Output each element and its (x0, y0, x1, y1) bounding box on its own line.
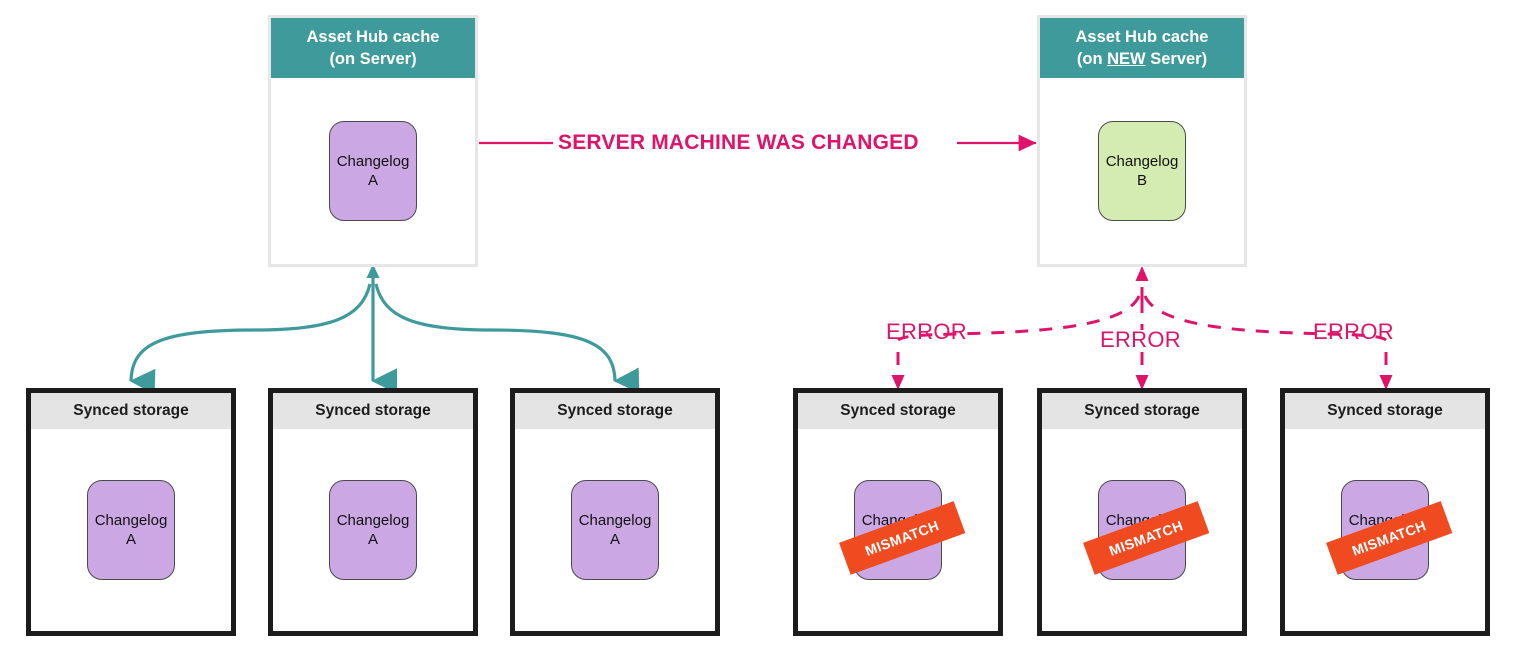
changelog-label: Changelog (1105, 152, 1179, 170)
changelog-box[interactable]: Changelog A (87, 480, 175, 580)
synced-storage-header: Synced storage (515, 393, 715, 429)
asset-hub-right-title: Asset Hub cache (1075, 27, 1209, 46)
changelog-label: Changelog (578, 511, 652, 529)
synced-storage-body: Changelog A MISMATCH (1042, 429, 1242, 631)
synced-storage-body: Changelog A (515, 429, 715, 631)
changelog-box-hub-right[interactable]: Changelog B (1098, 121, 1186, 221)
changelog-box-hub-left[interactable]: Changelog A (329, 121, 417, 221)
synced-storage-right-1[interactable]: Synced storage Changelog A MISMATCH (793, 388, 1003, 636)
server-changed-caption: SERVER MACHINE WAS CHANGED (558, 131, 919, 154)
synced-storage-body: Changelog A MISMATCH (1285, 429, 1485, 631)
error-label-1: ERROR (886, 319, 967, 344)
asset-hub-left-header: Asset Hub cache (on Server) (271, 18, 475, 78)
synced-storage-header: Synced storage (1042, 393, 1242, 429)
changelog-id: B (1136, 172, 1147, 189)
asset-hub-left-title: Asset Hub cache (306, 27, 440, 46)
changelog-label: Changelog (336, 511, 410, 529)
asset-hub-left-subtitle-post: Server) (359, 50, 417, 68)
synced-storage-header: Synced storage (798, 393, 998, 429)
changelog-id: A (367, 531, 378, 548)
synced-storage-header: Synced storage (273, 393, 473, 429)
synced-storage-left-2[interactable]: Synced storage Changelog A (268, 388, 478, 636)
teal-links (129, 264, 640, 395)
error-label-2: ERROR (1100, 327, 1181, 352)
asset-hub-cache-server[interactable]: Asset Hub cache (on Server) Changelog A (268, 15, 478, 267)
asset-hub-right-body: Changelog B (1040, 78, 1244, 264)
error-label-3: ERROR (1313, 319, 1394, 344)
changelog-label: Changelog (336, 152, 410, 170)
asset-hub-cache-new-server[interactable]: Asset Hub cache (on NEW Server) Changelo… (1037, 15, 1247, 267)
changelog-id: A (609, 531, 620, 548)
changelog-id: A (367, 172, 378, 189)
asset-hub-right-subtitle-post: Server) (1145, 50, 1208, 68)
changelog-id: A (125, 531, 136, 548)
synced-storage-body: Changelog A (31, 429, 231, 631)
synced-storage-left-3[interactable]: Synced storage Changelog A (510, 388, 720, 636)
asset-hub-right-subtitle-underline: NEW (1107, 50, 1146, 68)
asset-hub-right-subtitle-pre: (on (1076, 50, 1108, 68)
synced-storage-left-1[interactable]: Synced storage Changelog A (26, 388, 236, 636)
synced-storage-right-2[interactable]: Synced storage Changelog A MISMATCH (1037, 388, 1247, 636)
synced-storage-right-3[interactable]: Synced storage Changelog A MISMATCH (1280, 388, 1490, 636)
synced-storage-body: Changelog A MISMATCH (798, 429, 998, 631)
changelog-label: Changelog (94, 511, 168, 529)
asset-hub-left-body: Changelog A (271, 78, 475, 264)
changelog-box[interactable]: Changelog A (571, 480, 659, 580)
synced-storage-header: Synced storage (1285, 393, 1485, 429)
asset-hub-right-header: Asset Hub cache (on NEW Server) (1040, 18, 1244, 78)
synced-storage-body: Changelog A (273, 429, 473, 631)
asset-hub-left-subtitle-pre: (on (329, 50, 360, 68)
changelog-box[interactable]: Changelog A (329, 480, 417, 580)
synced-storage-header: Synced storage (31, 393, 231, 429)
